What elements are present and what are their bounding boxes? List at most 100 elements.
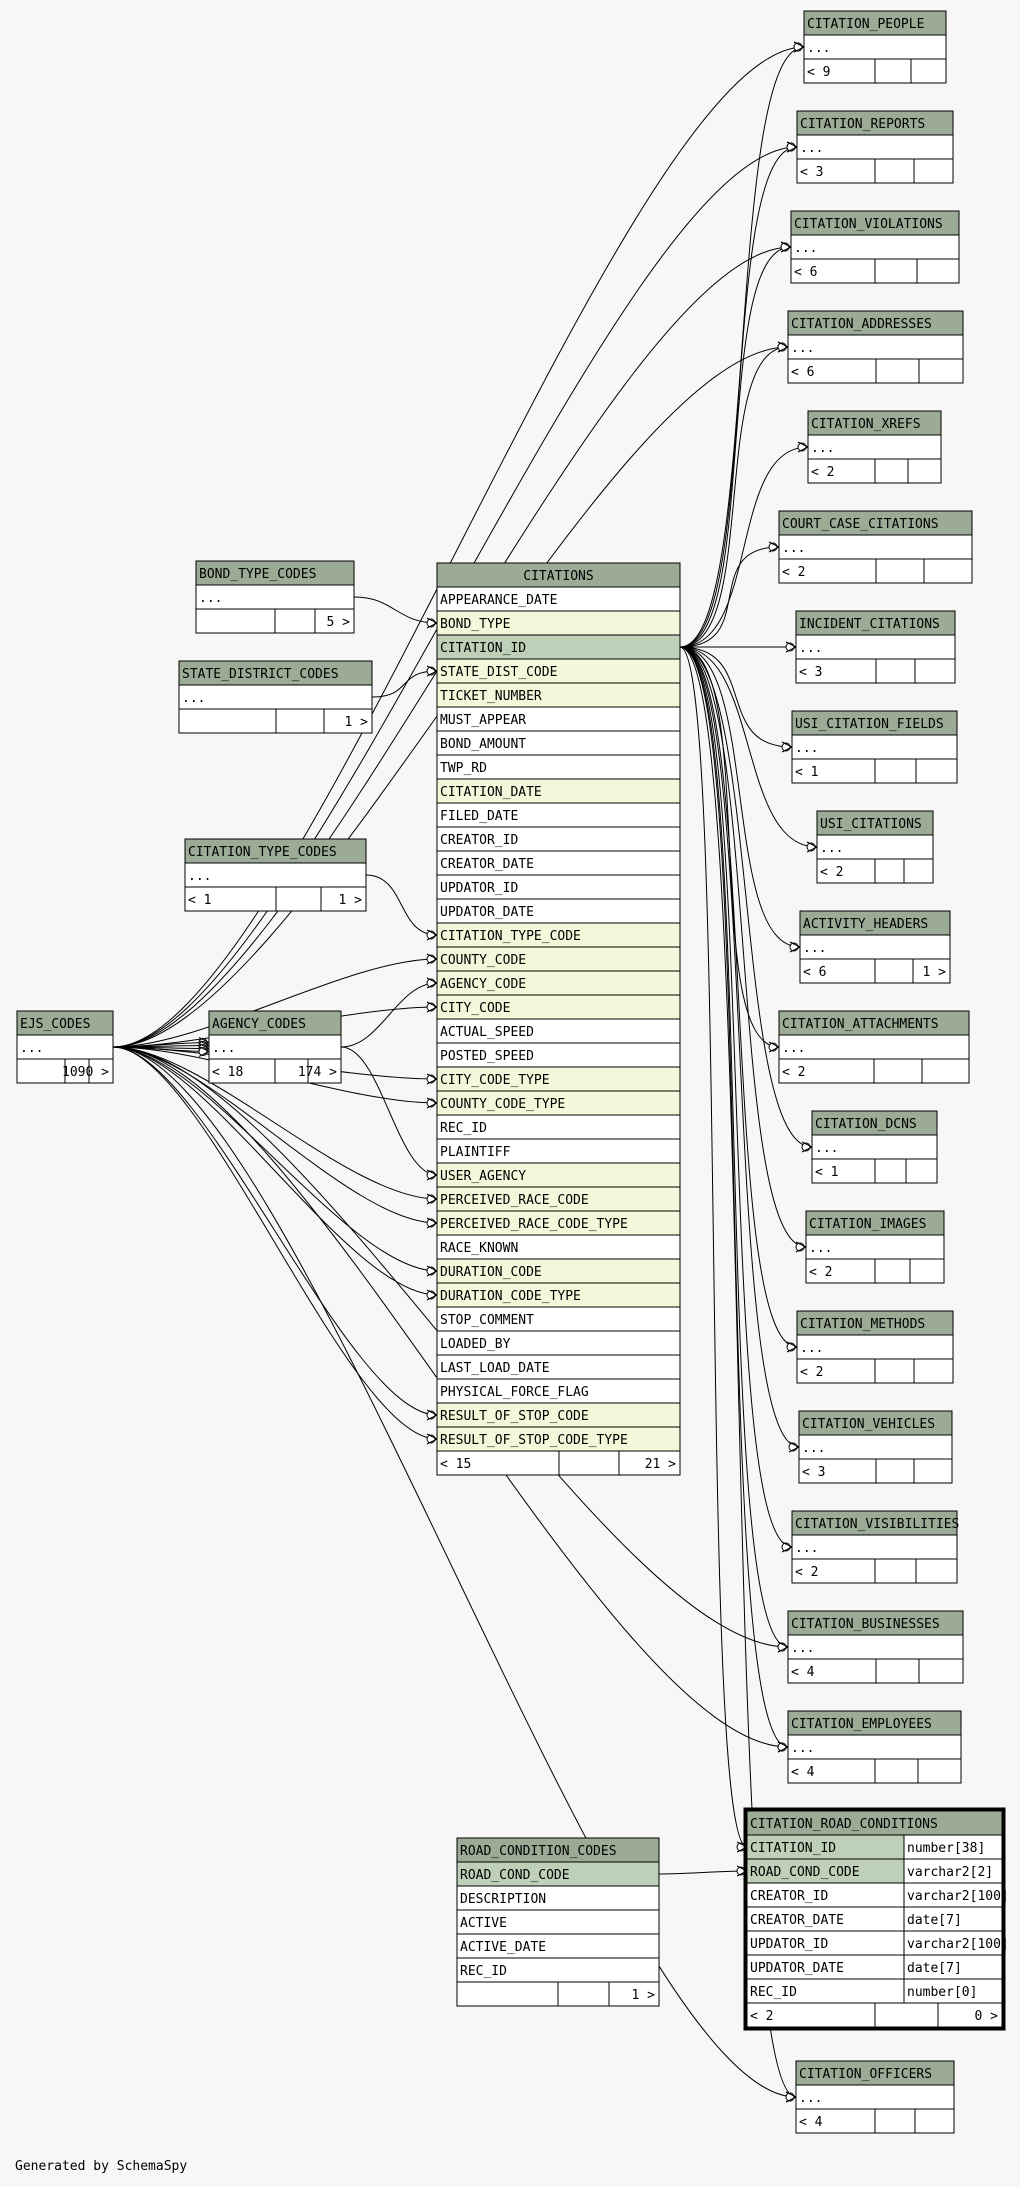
- column-type-cell: [903, 1930, 1003, 1956]
- column-row[interactable]: [436, 610, 681, 636]
- table-bond-type-codes[interactable]: BOND_TYPE_CODES...5 >: [195, 560, 355, 634]
- column-row[interactable]: [803, 34, 947, 60]
- table-citation-violations[interactable]: CITATION_VIOLATIONS...< 6: [790, 210, 960, 284]
- table-citation-methods[interactable]: CITATION_METHODS...< 2: [796, 1310, 954, 1384]
- table-usi-citation-fields[interactable]: USI_CITATION_FIELDS...< 1: [791, 710, 958, 784]
- table-citation-attachments[interactable]: CITATION_ATTACHMENTS...< 2: [778, 1010, 970, 1084]
- column-row[interactable]: [436, 634, 681, 660]
- column-row[interactable]: [436, 922, 681, 948]
- table-citation-businesses[interactable]: CITATION_BUSINESSES...< 4: [787, 1610, 964, 1684]
- column-row[interactable]: [436, 970, 681, 996]
- table-ejs-codes[interactable]: EJS_CODES...1090 >: [16, 1010, 114, 1084]
- column-row[interactable]: [184, 862, 367, 888]
- column-row[interactable]: [778, 534, 973, 560]
- column-row[interactable]: [436, 898, 681, 924]
- column-row[interactable]: [195, 584, 355, 610]
- table-citation-dcns[interactable]: CITATION_DCNS...< 1: [811, 1110, 938, 1184]
- column-row[interactable]: [456, 1909, 660, 1935]
- table-citation-people[interactable]: CITATION_PEOPLE...< 9: [803, 10, 947, 84]
- column-row[interactable]: [456, 1861, 660, 1887]
- column-row[interactable]: [436, 706, 681, 732]
- column-row[interactable]: [436, 682, 681, 708]
- column-name: UPDATOR_ID: [440, 881, 518, 896]
- table-header: [178, 660, 373, 686]
- column-row[interactable]: [436, 1426, 681, 1452]
- column-row[interactable]: [16, 1034, 114, 1060]
- column-row[interactable]: [436, 1234, 681, 1260]
- column-row[interactable]: [436, 1186, 681, 1212]
- column-row[interactable]: [787, 1634, 964, 1660]
- column-row[interactable]: [436, 1114, 681, 1140]
- column-row[interactable]: [791, 734, 958, 760]
- column-row[interactable]: [436, 1210, 681, 1236]
- table-header: [796, 1310, 954, 1336]
- column-row[interactable]: [791, 1534, 958, 1560]
- column-row[interactable]: [746, 1858, 905, 1884]
- column-row[interactable]: [436, 658, 681, 684]
- table-citation-addresses[interactable]: CITATION_ADDRESSES...< 6: [787, 310, 964, 384]
- column-row[interactable]: [796, 134, 954, 160]
- table-title: INCIDENT_CITATIONS: [799, 617, 940, 632]
- table-citation-xrefs[interactable]: CITATION_XREFS...< 2: [807, 410, 942, 484]
- column-name: CITATION_ID: [440, 641, 526, 656]
- table-road-condition-codes[interactable]: ROAD_CONDITION_CODESROAD_COND_CODEDESCRI…: [456, 1837, 660, 2007]
- table-citation-images[interactable]: CITATION_IMAGES...< 2: [805, 1210, 945, 1284]
- column-row[interactable]: [787, 1734, 962, 1760]
- tables-layer: CITATION_PEOPLE...< 9 CITATION_REPORTS...…: [16, 10, 1009, 2134]
- column-row[interactable]: [787, 334, 964, 360]
- column-row[interactable]: [436, 1402, 681, 1428]
- table-state-district-codes[interactable]: STATE_DISTRICT_CODES...1 >: [178, 660, 373, 734]
- column-row[interactable]: [436, 826, 681, 852]
- column-row[interactable]: [456, 1933, 660, 1959]
- column-row[interactable]: [746, 1954, 905, 1980]
- column-row[interactable]: [436, 1330, 681, 1356]
- column-row[interactable]: [436, 730, 681, 756]
- table-court-case-citations[interactable]: COURT_CASE_CITATIONS...< 2: [778, 510, 973, 584]
- column-row[interactable]: [790, 234, 960, 260]
- column-row[interactable]: [436, 1378, 681, 1404]
- table-citation-vehicles[interactable]: CITATION_VEHICLES...< 3: [798, 1410, 953, 1484]
- table-citation-visibilities[interactable]: CITATION_VISIBILITIES...< 2: [791, 1510, 959, 1584]
- column-row[interactable]: [436, 778, 681, 804]
- column-row[interactable]: [778, 1034, 970, 1060]
- column-name: ...: [791, 1641, 814, 1656]
- column-row[interactable]: [436, 1258, 681, 1284]
- table-citation-employees[interactable]: CITATION_EMPLOYEES...< 4: [787, 1710, 962, 1784]
- parent-count: < 9: [807, 65, 830, 80]
- table-usi-citations[interactable]: USI_CITATIONS...< 2: [816, 810, 934, 884]
- column-row[interactable]: [178, 684, 373, 710]
- column-row[interactable]: [746, 1930, 905, 1956]
- column-row[interactable]: [807, 434, 942, 460]
- table-citation-reports[interactable]: CITATION_REPORTS...< 3: [796, 110, 954, 184]
- column-row[interactable]: [436, 1042, 681, 1068]
- column-row[interactable]: [436, 850, 681, 876]
- column-row[interactable]: [208, 1034, 342, 1060]
- column-row[interactable]: [746, 1978, 905, 2004]
- column-row[interactable]: [436, 1282, 681, 1308]
- table-citation-officers[interactable]: CITATION_OFFICERS...< 4: [795, 2060, 955, 2134]
- column-row[interactable]: [456, 1885, 660, 1911]
- column-row[interactable]: [811, 1134, 938, 1160]
- column-row[interactable]: [798, 1434, 953, 1460]
- table-title: CITATION_TYPE_CODES: [188, 845, 337, 860]
- column-row[interactable]: [816, 834, 934, 860]
- column-row[interactable]: [436, 1090, 681, 1116]
- relationship-edge: [679, 646, 818, 848]
- column-row[interactable]: [436, 994, 681, 1020]
- column-row[interactable]: [746, 1906, 905, 1932]
- column-row[interactable]: [436, 586, 681, 612]
- column-row[interactable]: [436, 754, 681, 780]
- column-row[interactable]: [456, 1957, 660, 1983]
- column-row[interactable]: [795, 2084, 955, 2110]
- column-row[interactable]: [436, 802, 681, 828]
- table-citations[interactable]: CITATIONSAPPEARANCE_DATEBOND_TYPECITATIO…: [436, 562, 681, 1476]
- column-row[interactable]: [436, 1306, 681, 1332]
- column-name: ACTIVE: [460, 1916, 507, 1931]
- table-incident-citations[interactable]: INCIDENT_CITATIONS...< 3: [795, 610, 956, 684]
- column-row[interactable]: [436, 1018, 681, 1044]
- column-row[interactable]: [436, 874, 681, 900]
